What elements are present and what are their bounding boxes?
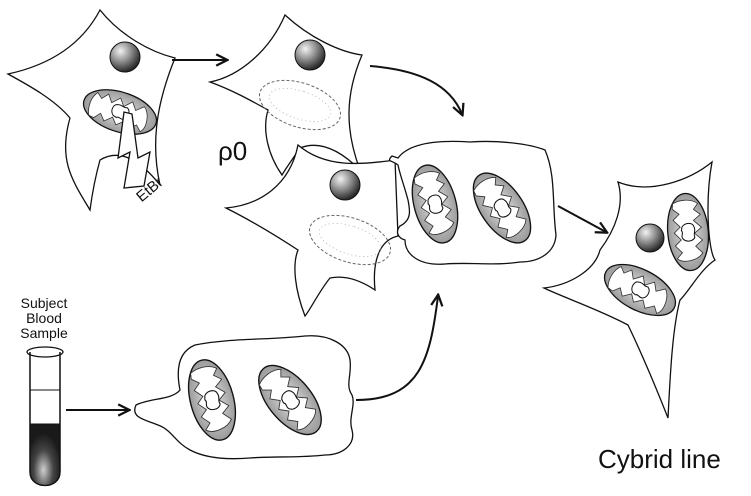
etbr-lightning-icon (117, 111, 151, 189)
sample-label-line2: Blood (26, 310, 62, 326)
cybrid-line-label: Cybrid line (598, 444, 721, 474)
arrow-to-cybrid (557, 205, 606, 232)
nucleus (635, 223, 665, 253)
rho0-label: ρ0 (218, 136, 247, 166)
nucleus (329, 169, 361, 201)
fusion-rho0-cell (223, 143, 399, 318)
sample-label-line3: Sample (20, 325, 68, 341)
cybrid-cell (541, 160, 716, 419)
donor-platelet (134, 335, 354, 460)
nucleus (109, 41, 141, 73)
nucleus (294, 39, 326, 71)
parental-cell: EtBr (6, 8, 176, 212)
arrow-platelet-to-fusion (355, 296, 438, 401)
arrow-to-fusion (369, 65, 462, 114)
rho0-cell (207, 13, 363, 177)
fusion-platelet (388, 140, 557, 265)
blood-sample-tube (26, 346, 64, 486)
sample-label-line1: Subject (21, 295, 68, 311)
